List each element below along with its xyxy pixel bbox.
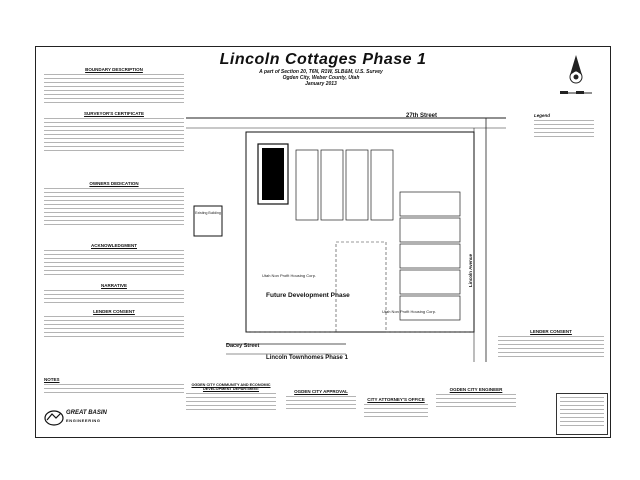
subtitle-line-2: Ogden City, Weber County, Utah (282, 75, 360, 81)
approval-heading: OGDEN CITY APPROVAL (294, 389, 348, 394)
lender-right-section: LENDER CONSENT (498, 329, 604, 358)
acknowledgment-heading: ACKNOWLEDGMENT (91, 243, 137, 248)
logo-name: GREAT BASIN (66, 410, 107, 416)
owners-heading: OWNERS DEDICATION (89, 181, 139, 186)
surveyor-section: SURVEYOR'S CERTIFICATE (44, 111, 184, 154)
engineer-heading: OGDEN CITY ENGINEER (449, 387, 503, 392)
notes-section: NOTES (44, 377, 184, 396)
plat-subtitle: A part of Section 20, T6N, R1W, SLB&M, U… (216, 69, 426, 87)
ced-section: OGDEN CITY COMMUNITY AND ECONOMIC DEVELO… (186, 383, 276, 411)
legend-entries (534, 120, 594, 140)
plat-sheet: Lincoln Cottages Phase 1 A part of Secti… (35, 46, 611, 438)
boundary-text (44, 74, 184, 106)
street-lincoln-ave: Lincoln Avenue (468, 253, 473, 287)
notes-heading: NOTES (44, 377, 60, 382)
lender-left-section: LENDER CONSENT (44, 309, 184, 340)
notes-text (44, 384, 184, 396)
narrative-heading: NARRATIVE (101, 283, 127, 288)
north-arrow-icon (556, 53, 596, 101)
narrative-section: NARRATIVE (44, 283, 184, 304)
subtitle-line-1: A part of Section 20, T6N, R1W, SLB&M, U… (259, 69, 383, 75)
surveyor-text (44, 118, 184, 154)
street-27th: 27th Street (406, 113, 438, 119)
attorney-text (364, 404, 428, 418)
lender-left-text (44, 316, 184, 340)
phase-label: Lincoln Townhomes Phase 1 (266, 355, 348, 361)
legend-heading: Legend (534, 113, 551, 118)
logo-icon (44, 410, 64, 426)
owners-section: OWNERS DEDICATION (44, 181, 184, 228)
recorder-box (556, 393, 608, 435)
street-dacey: Dacey Street (226, 343, 260, 349)
plat-title: Lincoln Cottages Phase 1 (219, 51, 427, 68)
lender-right-heading: LENDER CONSENT (530, 329, 572, 334)
subtitle-line-3: January 2013 (305, 81, 337, 87)
plat-map (186, 117, 506, 362)
boundary-section: BOUNDARY DESCRIPTION (44, 67, 184, 106)
recorder-text (560, 397, 604, 429)
engineer-text (436, 394, 516, 410)
lender-left-heading: LENDER CONSENT (93, 309, 135, 314)
boundary-heading: BOUNDARY DESCRIPTION (85, 67, 143, 72)
surveyor-heading: SURVEYOR'S CERTIFICATE (84, 111, 144, 116)
lender-right-text (498, 336, 604, 358)
housing-label-2: Utah Non Profit Housing Corp. (382, 309, 437, 314)
approval-text (286, 396, 356, 412)
logo-sub: ENGINEERING (66, 418, 101, 423)
ced-text (186, 393, 276, 411)
engineer-section: OGDEN CITY ENGINEER (436, 387, 516, 410)
owners-text (44, 188, 184, 228)
future-development-label: Future Development Phase (266, 292, 350, 299)
great-basin-logo: GREAT BASIN ENGINEERING (44, 407, 116, 429)
attorney-heading: CITY ATTORNEY'S OFFICE (367, 397, 425, 402)
acknowledgment-section: ACKNOWLEDGMENT (44, 243, 184, 278)
attorney-section: CITY ATTORNEY'S OFFICE (364, 397, 428, 418)
narrative-text (44, 290, 184, 304)
housing-label-1: Utah Non Profit Housing Corp. (262, 273, 317, 278)
existing-building-label: Existing Building (195, 211, 221, 215)
legend: Legend (534, 113, 604, 143)
acknowledgment-text (44, 250, 184, 278)
approval-section: OGDEN CITY APPROVAL (286, 389, 356, 412)
ced-heading: OGDEN CITY COMMUNITY AND ECONOMIC DEVELO… (191, 383, 271, 391)
